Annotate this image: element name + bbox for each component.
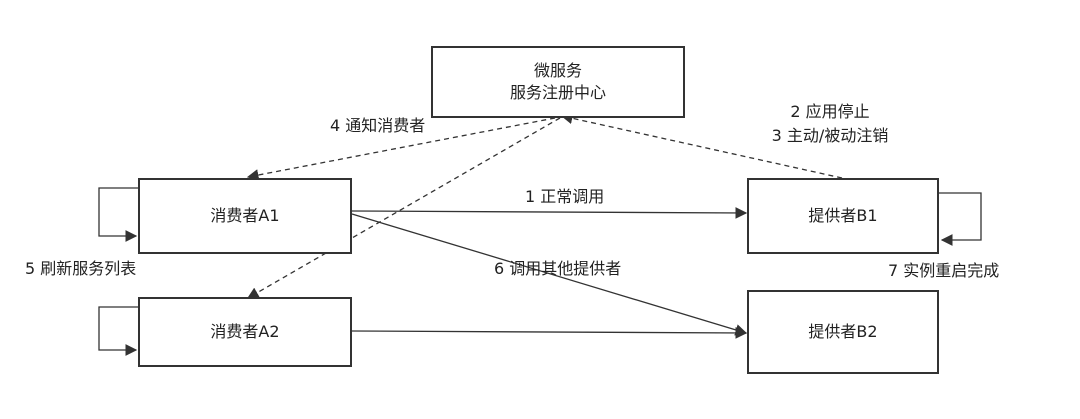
normal-call-arrow (351, 207, 748, 219)
a2-to-b2-arrow (351, 327, 748, 339)
consumer-a1-label: 消费者A1 (210, 206, 280, 225)
step-call-other-label: 6 调用其他提供者 (494, 259, 622, 278)
provider-b1-node: 提供者B1 (747, 178, 939, 254)
step-refresh-label: 5 刷新服务列表 (25, 259, 137, 278)
registry-node: 微服务 服务注册中心 (431, 46, 685, 118)
step-notify-label: 4 通知消费者 (330, 116, 426, 135)
step-deregister-label: 3 主动/被动注销 (771, 126, 889, 145)
deregister-arrow (560, 112, 843, 179)
notify-a2-arrow (246, 117, 561, 299)
refresh-loop-a2 (98, 306, 138, 356)
step-stop-label: 2 应用停止 (790, 102, 870, 121)
provider-b1-label: 提供者B1 (808, 206, 878, 225)
provider-b2-label: 提供者B2 (808, 322, 878, 341)
call-other-arrow (351, 213, 748, 336)
registry-subtitle: 服务注册中心 (509, 83, 606, 102)
consumer-a2-label: 消费者A2 (210, 322, 280, 341)
restart-loop-b1 (939, 192, 982, 246)
provider-b2-node: 提供者B2 (747, 290, 939, 374)
consumer-a2-node: 消费者A2 (138, 297, 352, 367)
step-restart-label: 7 实例重启完成 (888, 261, 1000, 280)
notify-a1-arrow (246, 117, 556, 181)
step-normal-call-label: 1 正常调用 (525, 187, 605, 206)
refresh-loop-a1 (98, 187, 138, 242)
registry-title: 微服务 (533, 61, 582, 80)
consumer-a1-node: 消费者A1 (138, 178, 352, 254)
